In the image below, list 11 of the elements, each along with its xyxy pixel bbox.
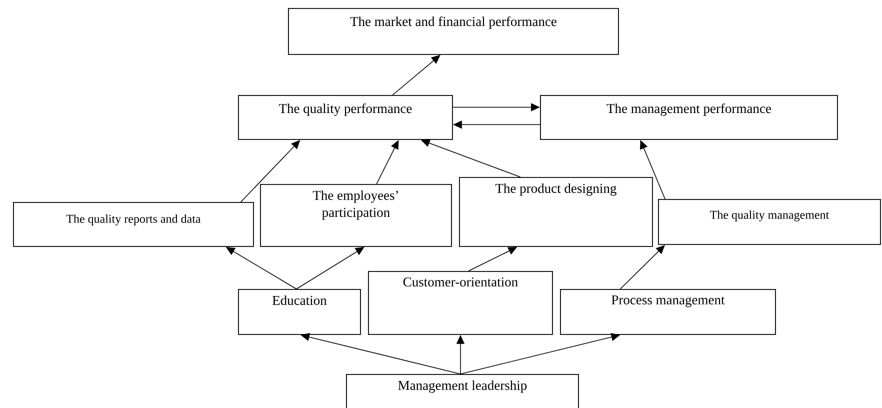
process-box: The employees’ participation — [260, 184, 452, 247]
process-box: Management leadership — [346, 374, 579, 408]
process-box: The management performance — [540, 95, 838, 140]
process-box: The product designing — [459, 177, 653, 247]
process-box: The quality reports and data — [13, 202, 254, 247]
process-box: Education — [238, 289, 361, 335]
process-box: The quality management — [658, 199, 881, 245]
process-box: The market and financial performance — [288, 8, 619, 55]
process-box: Customer-orientation — [368, 271, 553, 335]
process-box: The quality performance — [238, 95, 453, 140]
process-box: Process management — [560, 289, 776, 335]
